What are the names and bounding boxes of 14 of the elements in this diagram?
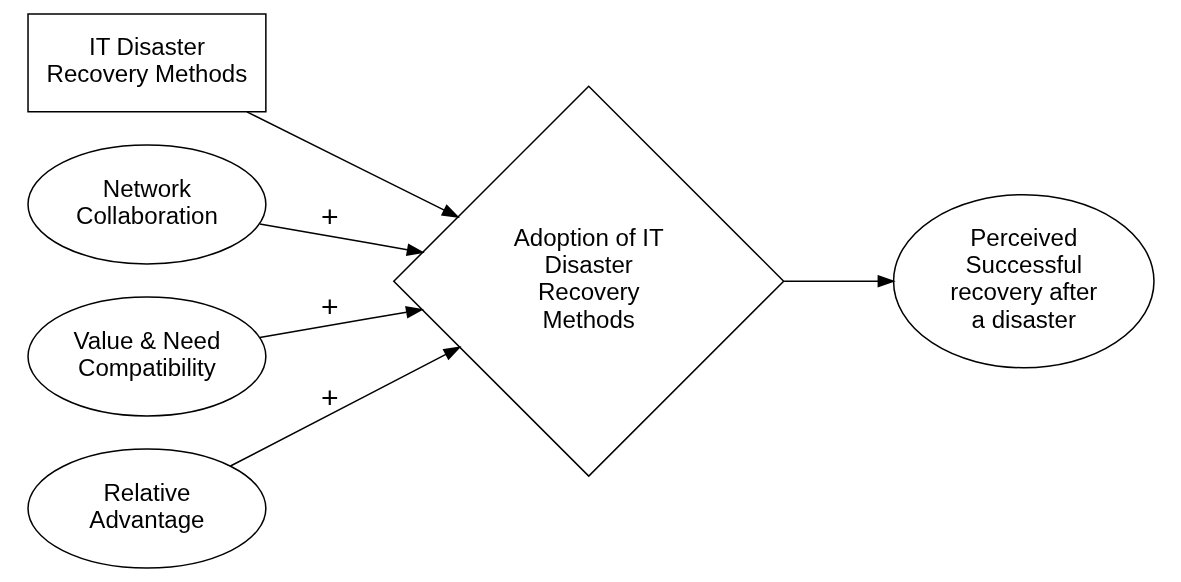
node-ellipse: Network Collaboration xyxy=(26,144,267,265)
node-ellipse: Perceived Successful recovery after a disaster xyxy=(892,193,1155,369)
node-diamond: Adoption of IT Disaster Recovery Methods xyxy=(392,85,785,478)
node-box: IT Disaster Recovery Methods xyxy=(26,13,267,113)
node-ellipse: Relative Advantage xyxy=(26,448,267,569)
arrow xyxy=(229,346,461,467)
edge-label: + xyxy=(320,380,339,414)
arrow xyxy=(258,306,424,339)
arrow xyxy=(245,111,460,218)
arrow xyxy=(782,274,896,288)
edge-label: + xyxy=(320,200,339,234)
edge-label: + xyxy=(320,290,339,324)
node-ellipse: Value & Need Compatibility xyxy=(26,296,267,417)
arrow xyxy=(258,223,425,256)
